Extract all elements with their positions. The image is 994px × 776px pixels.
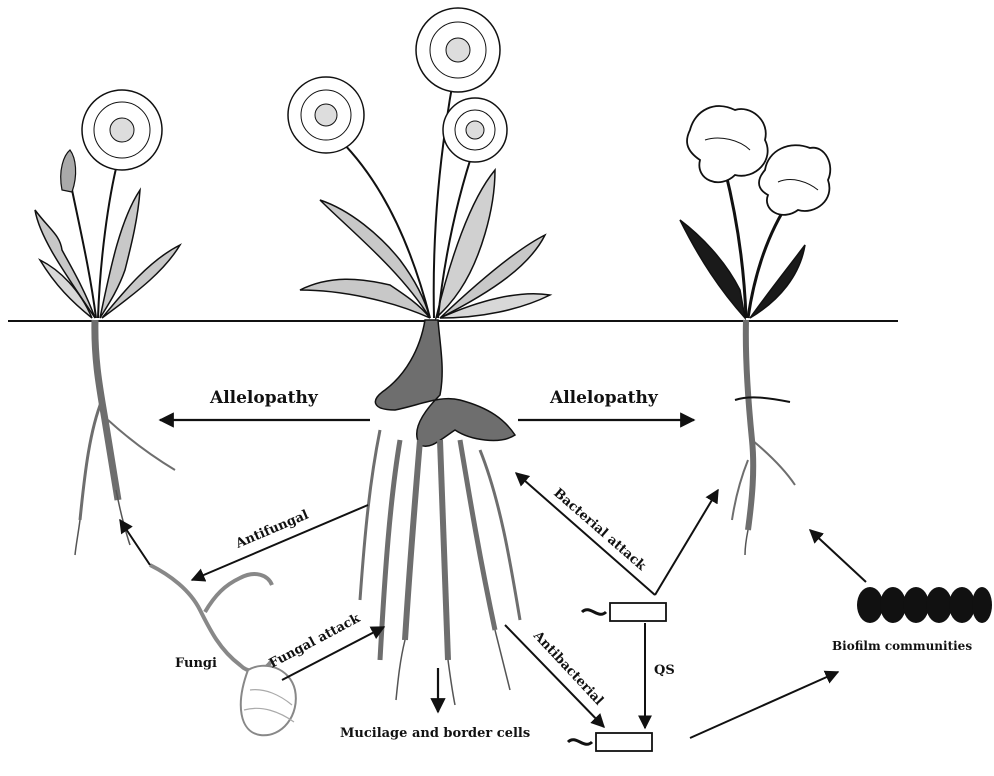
antibacterial-arrow [505, 625, 604, 727]
right-flower-left [687, 106, 768, 182]
allelopathy-right-label: Allelopathy [549, 388, 659, 408]
fungi-label: Fungi [175, 656, 217, 671]
central-dandelion-flower-left [288, 77, 364, 153]
fungi-illustration [150, 565, 296, 735]
central-root-crown [375, 320, 515, 446]
left-dandelion-plant [35, 90, 180, 555]
right-flowering-plant [680, 106, 830, 555]
biofilm-communities-label: Biofilm communities [832, 639, 972, 653]
qs-label: QS [654, 663, 675, 678]
bacteria-to-right-root-arrow [655, 490, 718, 595]
bacterium-lower [568, 733, 652, 751]
mucilage-label: Mucilage and border cells [340, 726, 530, 741]
allelopathy-left-label: Allelopathy [209, 388, 319, 408]
central-dandelion-plant [288, 8, 550, 705]
right-flower-right [759, 145, 830, 215]
central-dandelion-flower-right [443, 98, 507, 162]
bacterium-upper [582, 603, 666, 621]
biofilm-communities-illustration [857, 587, 992, 623]
bacterial-attack-label: Bacterial attack [550, 486, 649, 575]
left-dandelion-flower [82, 90, 162, 170]
bacterial-attack-arrow [516, 473, 655, 595]
antibacterial-label: Antibacterial [529, 628, 606, 709]
fungi-to-left-root-arrow [120, 520, 150, 565]
antifungal-arrow [192, 505, 368, 580]
bacteria-to-biofilm-arrow [690, 672, 838, 738]
central-dandelion-flower-top [416, 8, 500, 92]
biofilm-to-right-root-arrow [810, 530, 866, 582]
